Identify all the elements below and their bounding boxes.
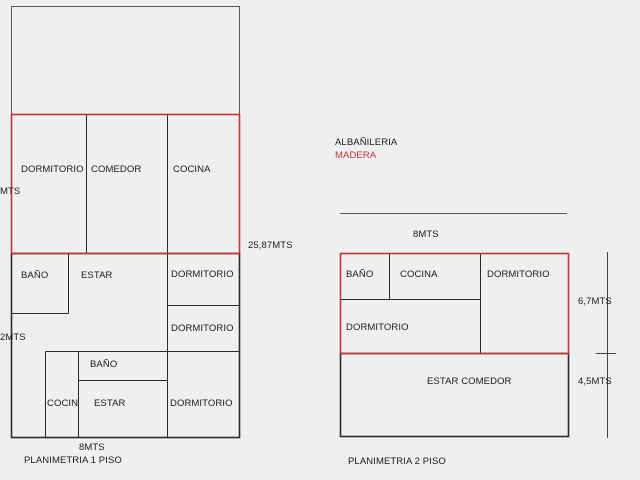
room-label-estar-comedor: ESTAR COMEDOR [427, 376, 512, 387]
plan1-dimension-right: 25,87MTS [248, 240, 293, 251]
legend-wood: MADERA [335, 150, 377, 161]
plan1-dimension-left-upper: MTS [0, 186, 21, 197]
room-label-dormitorio: DORMITORIO [171, 269, 234, 280]
plan2-dimension-upper: 6,7MTS [578, 296, 612, 307]
plan2-dimension-lower: 4,5MTS [578, 376, 612, 387]
room-label-dormitorio: DORMITORIO [346, 322, 409, 333]
plan1-dimension-left-lower: 2MTS [0, 332, 26, 343]
plan2-caption: PLANIMETRIA 2 PISO [348, 456, 446, 467]
room-label-estar: ESTAR [94, 398, 126, 409]
plan2-dimension-width: 8MTS [413, 229, 439, 240]
room-label-dormitorio: DORMITORIO [487, 269, 550, 280]
room-label-bano: BAÑO [90, 359, 118, 370]
room-label-estar: ESTAR [81, 270, 113, 281]
room-label-cocina: COCINA [400, 269, 438, 280]
room-label-dormitorio: DORMITORIO [170, 398, 233, 409]
plan2-masonry-outline [339, 352, 570, 438]
room-label-bano: BAÑO [21, 270, 49, 281]
plan1-wood-block [10, 113, 241, 255]
room-label-bano: BAÑO [346, 269, 374, 280]
legend-masonry: ALBAÑILERIA [335, 137, 398, 148]
plan1-dimension-width: 8MTS [79, 442, 105, 453]
room-label-dormitorio: DORMITORIO [171, 323, 234, 334]
plan1-caption: PLANIMETRIA 1 PISO [24, 455, 122, 466]
room-label-cocina: COCINA [173, 164, 211, 175]
plan2-wood-block [339, 252, 570, 355]
room-label-dormitorio: DORMITORIO [21, 164, 84, 175]
plan1-upper-lot [11, 6, 240, 115]
room-label-comedor: COMEDOR [91, 164, 142, 175]
room-label-cocina: COCIN [47, 398, 79, 409]
